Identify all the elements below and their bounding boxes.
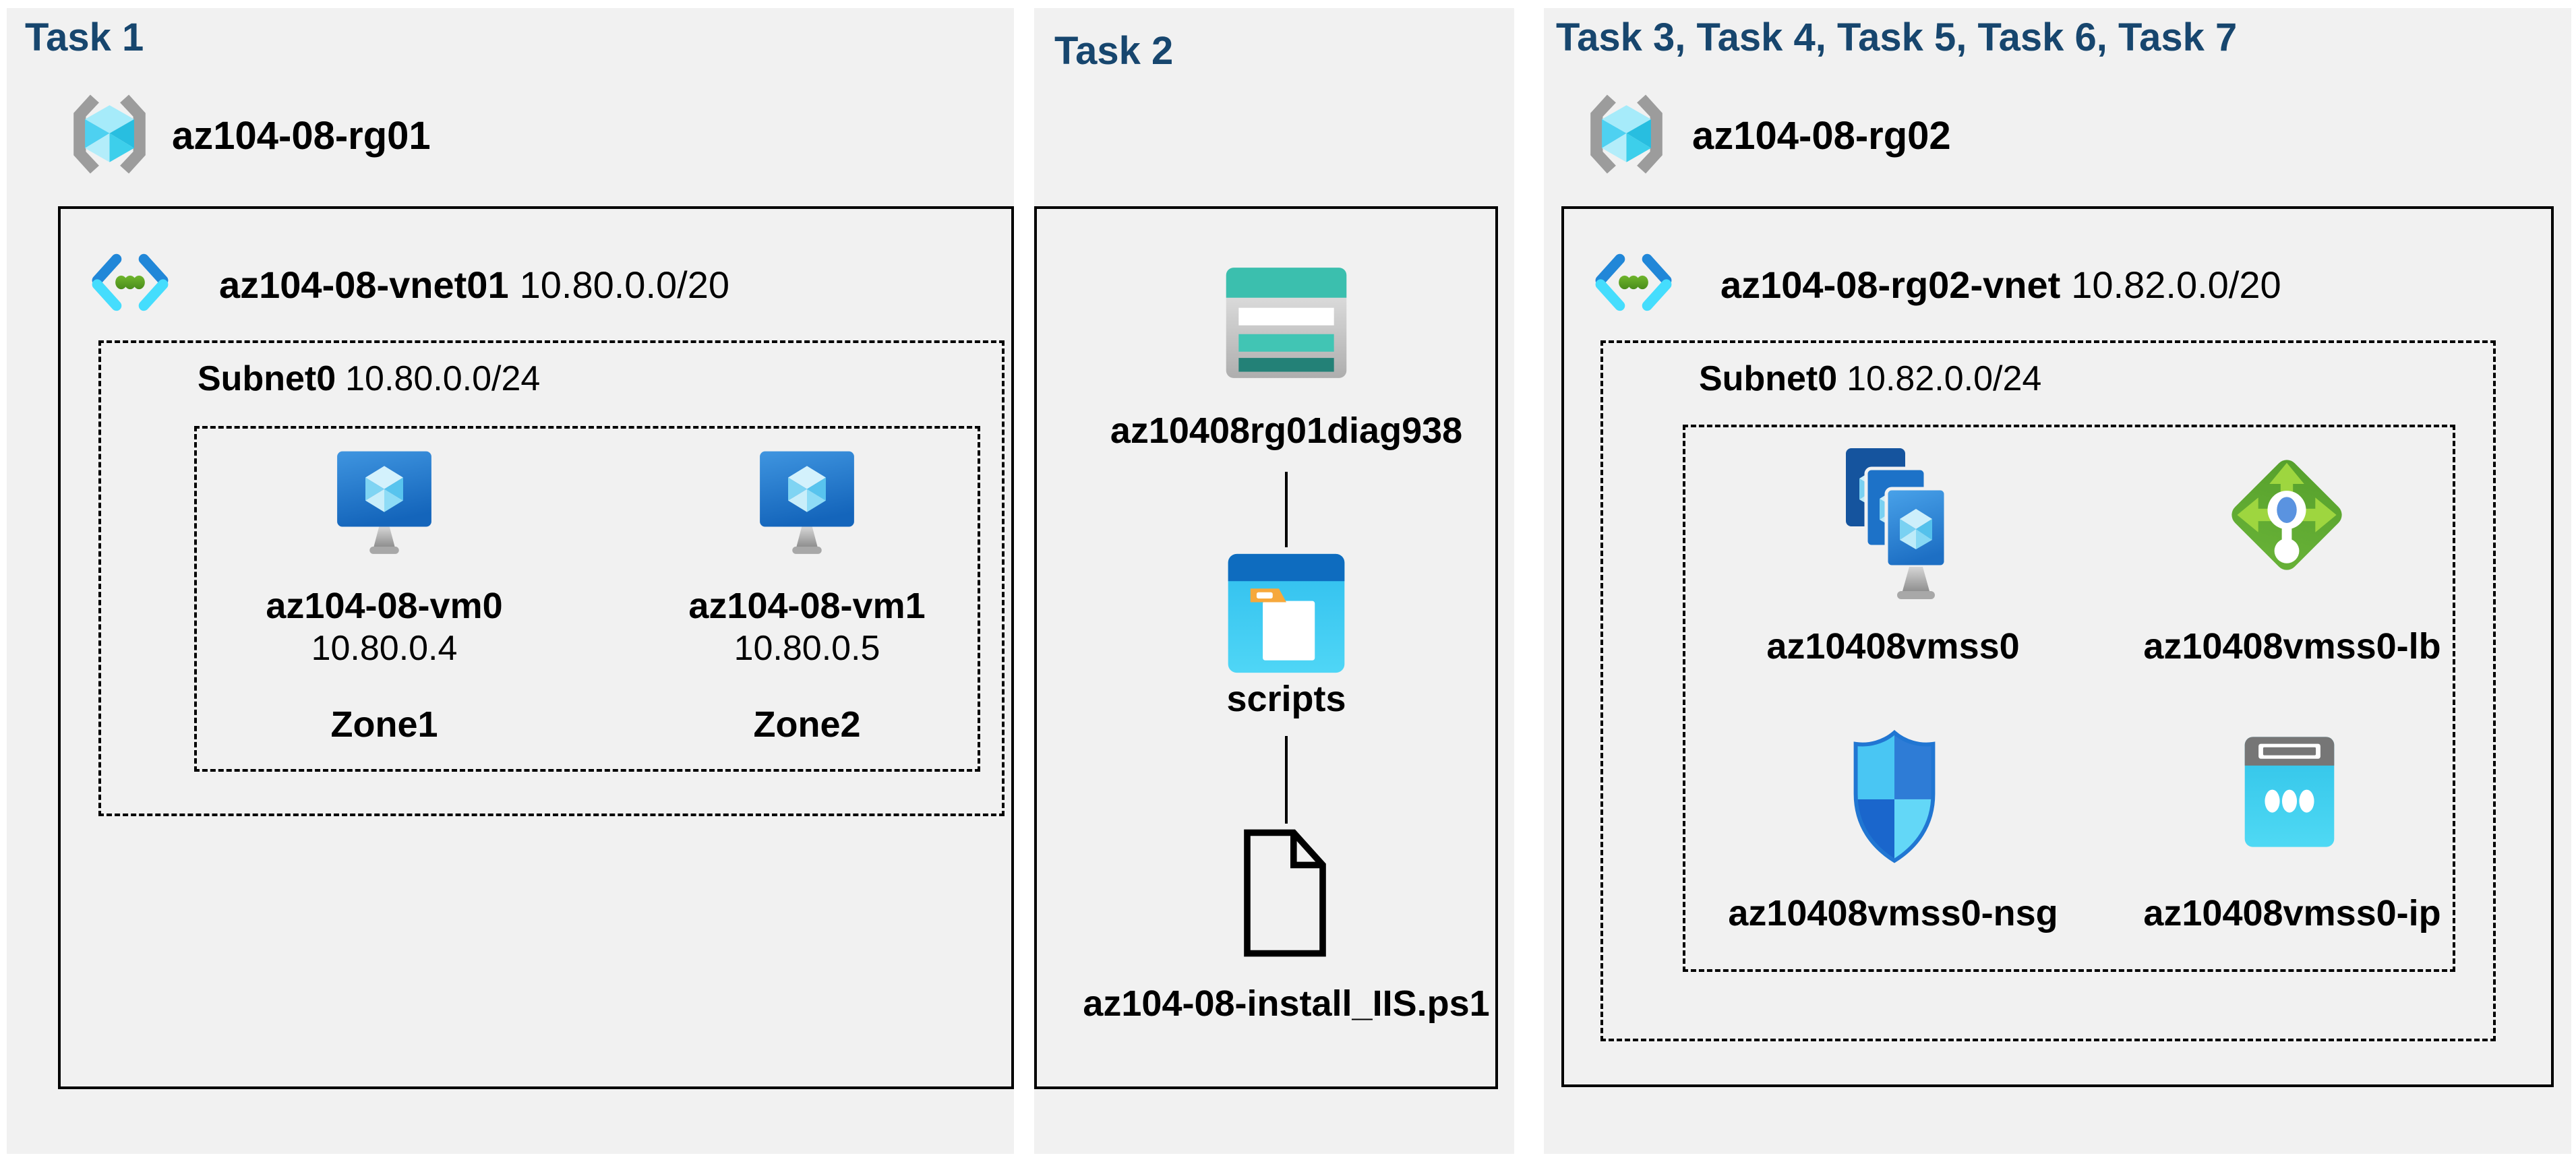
task1-subnet-name: Subnet0: [198, 359, 336, 398]
task3-resource-group-name: az104-08-rg02: [1692, 114, 1951, 158]
blob-container-icon: [1226, 551, 1347, 676]
vmss-name: az10408vmss0: [1766, 626, 2020, 667]
virtual-network-icon: [89, 244, 171, 322]
load-balancer-icon: [2225, 446, 2349, 584]
task3-panel: [1544, 8, 2571, 1154]
virtual-network-icon: [1592, 244, 1675, 322]
public-ip-icon: [2242, 735, 2337, 849]
storage-account-icon: [1224, 265, 1349, 381]
nsg-name: az10408vmss0-nsg: [1728, 893, 2058, 933]
task1-subnet-box: [98, 340, 1005, 816]
task3-vnet-name: az104-08-rg02-vnet: [1720, 264, 2061, 306]
container-name: scripts: [1226, 679, 1346, 719]
vm1-zone: Zone2: [753, 704, 861, 745]
virtual-machine-icon: [335, 449, 433, 555]
task1-vnet-name: az104-08-vnet01: [219, 264, 509, 306]
task2-content-box: [1034, 206, 1498, 1089]
task3-title: Task 3, Task 4, Task 5, Task 6, Task 7: [1556, 16, 2238, 59]
storage-account-name: az10408rg01diag938: [1110, 410, 1463, 451]
virtual-machine-icon: [758, 449, 856, 555]
task3-rg-box: [1561, 206, 2554, 1087]
vm1-name: az104-08-vm1: [688, 586, 926, 626]
task1-vm-zone-box: [194, 426, 980, 772]
task1-resource-group-name: az104-08-rg01: [172, 114, 431, 158]
task1-vnet-cidr: 10.80.0.0/20: [519, 264, 729, 306]
task1-panel: [7, 8, 1014, 1154]
task3-subnet-box: [1600, 340, 2496, 1041]
vm0-zone: Zone1: [330, 704, 438, 745]
task2-title: Task 2: [1054, 29, 1174, 73]
task1-subnet-cidr: 10.80.0.0/24: [345, 359, 541, 398]
load-balancer-name: az10408vmss0-lb: [2143, 626, 2441, 667]
task1-title: Task 1: [25, 16, 144, 59]
network-security-group-icon: [1851, 730, 1938, 863]
vm0-ip: 10.80.0.4: [311, 629, 458, 668]
vm1-ip: 10.80.0.5: [733, 629, 880, 668]
script-file-icon: [1242, 828, 1328, 958]
task1-vnet-box: [58, 206, 1014, 1089]
script-file-name: az104-08-install_IIS.ps1: [1083, 983, 1490, 1024]
resource-group-icon: [1578, 90, 1675, 178]
connector-storage-to-scripts: [1285, 472, 1288, 547]
public-ip-name: az10408vmss0-ip: [2143, 893, 2441, 933]
resource-group-icon: [61, 90, 158, 178]
vm0-name: az104-08-vm0: [266, 586, 503, 626]
task3-resources-box: [1683, 425, 2455, 972]
task3-subnet-cidr: 10.82.0.0/24: [1847, 359, 2042, 398]
task3-vnet-cidr: 10.82.0.0/20: [2071, 264, 2281, 306]
connector-scripts-to-file: [1285, 736, 1288, 824]
vm-scale-set-icon: [1830, 445, 1959, 601]
task3-subnet-name: Subnet0: [1699, 359, 1838, 398]
